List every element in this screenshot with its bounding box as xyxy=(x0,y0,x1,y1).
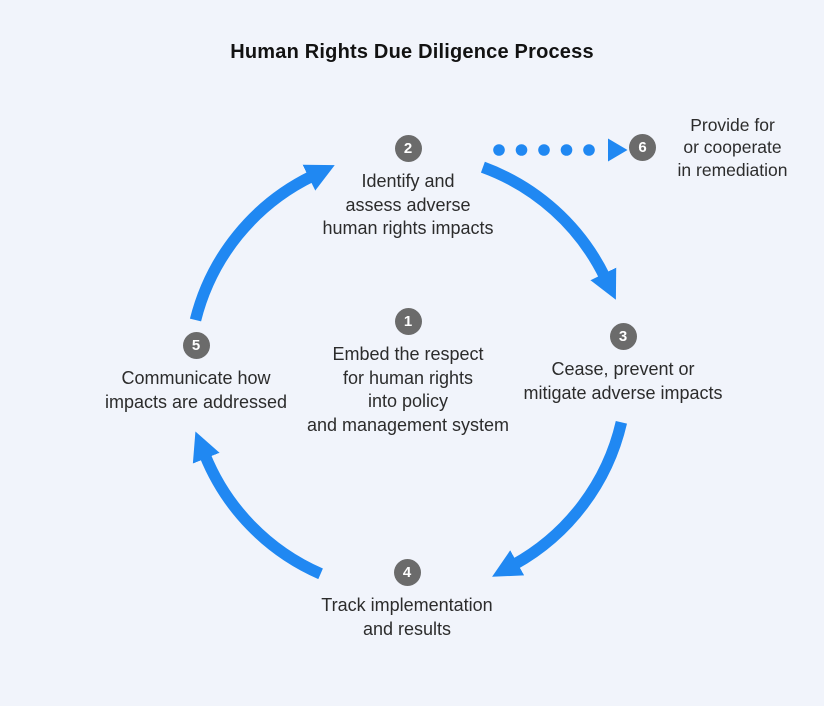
step-1: 1 Embed the respect for human rights int… xyxy=(278,308,538,437)
step-6-number-badge: 6 xyxy=(629,134,656,161)
arc-arrow-2-to-3-icon xyxy=(480,161,617,300)
step-1-number-badge: 1 xyxy=(394,308,422,335)
step-4-label: Track implementation and results xyxy=(292,594,522,641)
dot-icon xyxy=(493,144,505,156)
step-1-label-line: Embed the respect xyxy=(332,344,484,364)
dot-icon xyxy=(538,144,550,156)
step-3-label-line: mitigate adverse impacts xyxy=(523,382,723,403)
step-3-label-line: Cease, prevent or xyxy=(551,359,695,379)
step-5-label: Communicate how impacts are addressed xyxy=(81,367,311,414)
step-3-number-badge: 3 xyxy=(609,323,637,350)
step-5-label-line: Communicate how xyxy=(121,368,271,388)
dotted-arrowhead-icon xyxy=(608,138,628,162)
step-6-label-line: or cooperate xyxy=(683,137,782,158)
step-2: 2 Identify and assess adverse human righ… xyxy=(293,135,523,241)
step-2-label-line: Identify and xyxy=(361,171,455,191)
dot-icon xyxy=(515,144,528,156)
arc-arrow-4-to-5-icon xyxy=(192,431,323,580)
step-5-label-line: impacts are addressed xyxy=(104,391,288,412)
step-1-label-line: for human rights xyxy=(342,367,474,388)
step-4: 4 Track implementation and results xyxy=(292,559,522,641)
dotted-arrow-2-to-6-icon xyxy=(493,138,628,162)
step-2-label-line: human rights impacts xyxy=(322,218,494,238)
step-5-number-badge: 5 xyxy=(182,332,210,359)
step-2-number-badge: 2 xyxy=(394,135,422,162)
step-6: 6 Provide for or cooperate in remediatio… xyxy=(629,112,814,187)
step-6-label-line: Provide for xyxy=(690,115,775,135)
arc-arrow-3-to-4-icon xyxy=(492,421,628,577)
step-4-label-line: and results xyxy=(362,618,452,639)
step-5: 5 Communicate how impacts are addressed xyxy=(81,332,311,414)
step-3: 3 Cease, prevent or mitigate adverse imp… xyxy=(503,323,743,405)
step-2-label-line: assess adverse xyxy=(345,194,471,215)
step-3-label: Cease, prevent or mitigate adverse impac… xyxy=(503,358,743,405)
step-6-label: Provide for or cooperate in remediation xyxy=(655,114,810,181)
arc-arrow-5-to-2-icon xyxy=(189,164,335,322)
dot-icon xyxy=(560,144,573,156)
page-title: Human Rights Due Diligence Process xyxy=(230,41,594,63)
step-4-number-badge: 4 xyxy=(393,559,421,586)
dot-icon xyxy=(583,144,595,156)
step-2-label: Identify and assess adverse human rights… xyxy=(293,170,523,241)
step-1-label: Embed the respect for human rights into … xyxy=(278,343,538,437)
step-6-label-line: in remediation xyxy=(677,159,788,180)
step-4-label-line: Track implementation xyxy=(321,595,493,615)
step-1-label-line: and management system xyxy=(306,414,510,435)
step-1-label-line: into policy xyxy=(367,391,449,411)
